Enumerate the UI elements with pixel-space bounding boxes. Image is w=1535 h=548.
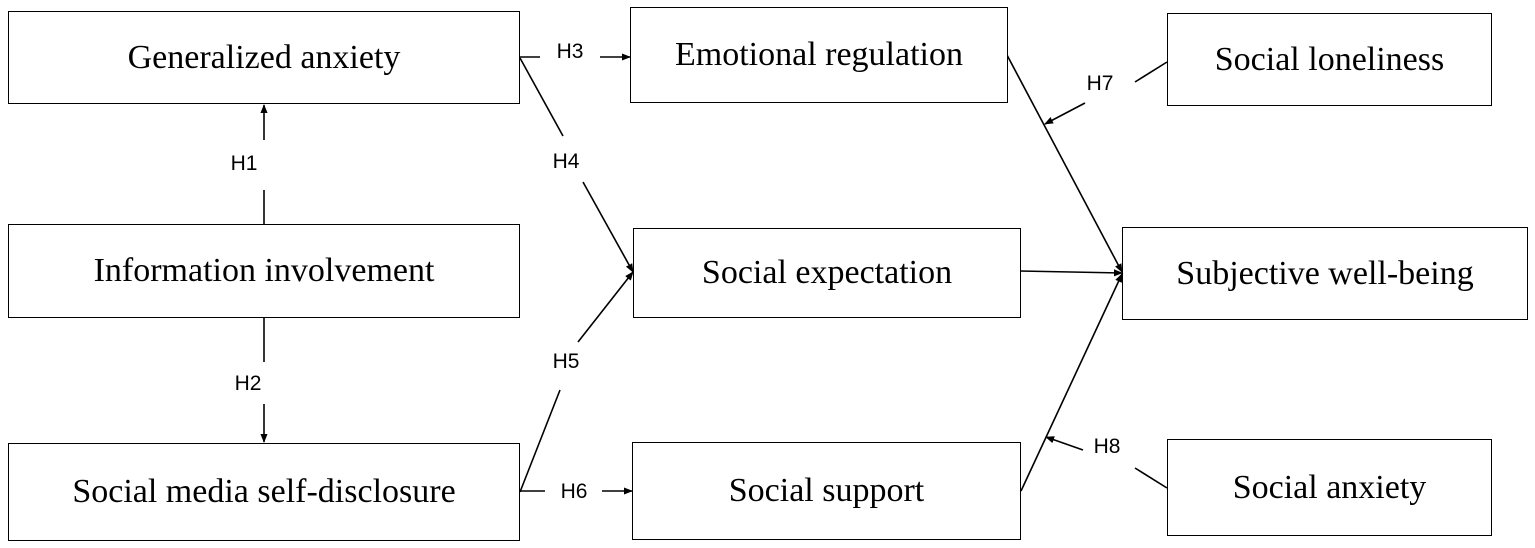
- node-subjective-well-being: Subjective well-being: [1122, 227, 1528, 320]
- node-emotional-regulation-label: Emotional regulation: [675, 36, 963, 73]
- node-social-expectation: Social expectation: [633, 228, 1021, 318]
- edge-h7-arrow: [1044, 102, 1086, 125]
- edge-h5: [519, 389, 561, 493]
- label-h6: H6: [560, 480, 588, 503]
- node-information-involvement-label: Information involvement: [93, 252, 435, 289]
- node-emotional-regulation: Emotional regulation: [630, 7, 1008, 103]
- node-subjective-well-being-label: Subjective well-being: [1176, 254, 1474, 292]
- label-h8: H8: [1093, 435, 1121, 458]
- edge-h7: [1134, 61, 1168, 83]
- node-social-anxiety: Social anxiety: [1167, 439, 1492, 536]
- node-information-involvement: Information involvement: [8, 224, 520, 318]
- label-h7: H7: [1086, 72, 1114, 95]
- edge-h5-arrow: [577, 271, 634, 343]
- edge-h8: [1134, 467, 1168, 489]
- node-social-support-label: Social support: [728, 472, 925, 509]
- node-social-media-self-disclosure-label: Social media self-disclosure: [72, 473, 456, 510]
- node-social-expectation-label: Social expectation: [701, 254, 953, 291]
- node-social-loneliness: Social loneliness: [1167, 13, 1492, 106]
- node-social-loneliness-label: Social loneliness: [1214, 40, 1445, 78]
- label-h2: H2: [234, 372, 262, 395]
- label-h1: H1: [230, 152, 258, 175]
- node-generalized-anxiety: Generalized anxiety: [8, 11, 520, 104]
- edge-support-to-wellbeing: [1020, 273, 1123, 492]
- node-social-media-self-disclosure: Social media self-disclosure: [8, 443, 520, 541]
- node-social-support: Social support: [632, 442, 1021, 540]
- label-h5: H5: [552, 350, 580, 373]
- edge-h8-arrow: [1045, 436, 1084, 451]
- edge-expectation-to-wellbeing: [1019, 269, 1123, 277]
- label-h3: H3: [556, 40, 584, 63]
- edge-emotional-to-wellbeing: [1006, 54, 1123, 273]
- label-h4: H4: [552, 150, 580, 173]
- node-social-anxiety-label: Social anxiety: [1232, 468, 1427, 506]
- edge-h4: [519, 57, 564, 137]
- node-generalized-anxiety-label: Generalized anxiety: [127, 38, 401, 76]
- edge-h4-arrow: [582, 181, 634, 273]
